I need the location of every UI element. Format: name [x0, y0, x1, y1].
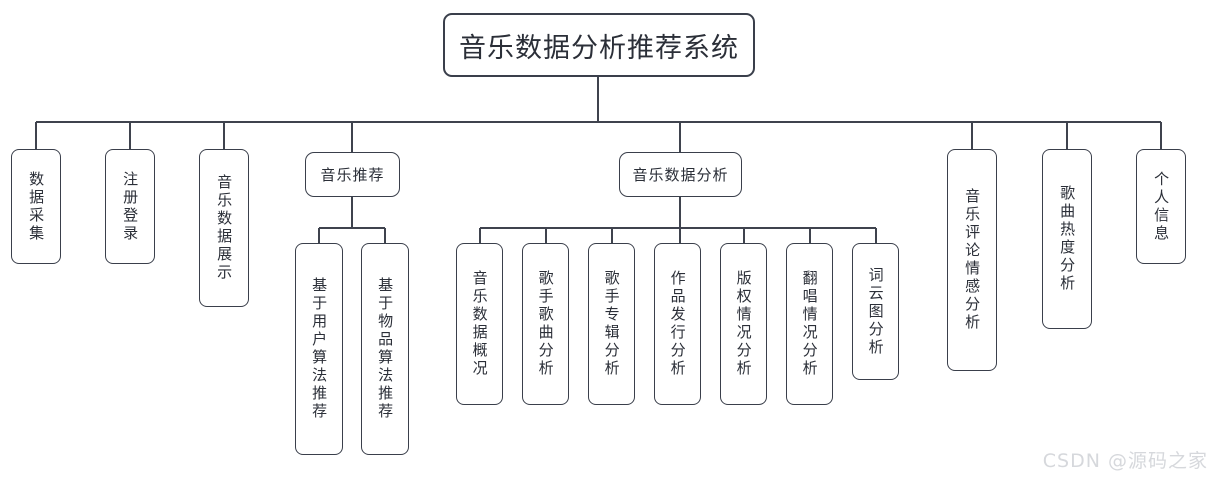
node-n-personal-info[interactable]: 个人信息: [1136, 149, 1186, 264]
node-n-register-login[interactable]: 注册登录: [105, 149, 155, 264]
node-n-song-hot-label: 歌曲热度分析: [1058, 185, 1077, 293]
node-root[interactable]: 音乐数据分析推荐系统: [443, 13, 755, 77]
node-n-singer-song-label: 歌手歌曲分析: [536, 270, 555, 378]
node-n-cover-version-label: 翻唱情况分析: [800, 270, 819, 378]
node-n-copyright[interactable]: 版权情况分析: [720, 243, 767, 405]
node-n-register-login-label: 注册登录: [121, 170, 140, 243]
node-n-music-overview[interactable]: 音乐数据概况: [456, 243, 503, 405]
node-n-music-display-label: 音乐数据展示: [215, 174, 234, 282]
node-n-music-display[interactable]: 音乐数据展示: [199, 149, 249, 307]
node-n-wordcloud[interactable]: 词云图分析: [852, 243, 899, 380]
node-n-release-analysis[interactable]: 作品发行分析: [654, 243, 701, 405]
node-n-song-hot[interactable]: 歌曲热度分析: [1042, 149, 1092, 329]
node-n-music-analysis[interactable]: 音乐数据分析: [619, 152, 742, 197]
node-n-singer-album-label: 歌手专辑分析: [602, 270, 621, 378]
node-n-personal-info-label: 个人信息: [1152, 170, 1171, 243]
node-n-copyright-label: 版权情况分析: [734, 270, 753, 378]
node-n-user-cf-label: 基于用户算法推荐: [310, 277, 329, 421]
node-n-release-analysis-label: 作品发行分析: [668, 270, 687, 378]
node-n-singer-album[interactable]: 歌手专辑分析: [588, 243, 635, 405]
node-n-cover-version[interactable]: 翻唱情况分析: [786, 243, 833, 405]
node-n-music-recommend-label: 音乐推荐: [320, 166, 385, 184]
csdn-watermark: CSDN @源码之家: [1042, 450, 1208, 472]
node-n-data-collect-label: 数据采集: [27, 170, 46, 243]
node-n-music-analysis-label: 音乐数据分析: [632, 166, 729, 184]
node-n-wordcloud-label: 词云图分析: [866, 266, 885, 357]
node-n-music-overview-label: 音乐数据概况: [470, 270, 489, 378]
node-n-user-cf[interactable]: 基于用户算法推荐: [295, 243, 343, 455]
node-root-label: 音乐数据分析推荐系统: [459, 32, 739, 64]
node-n-item-cf[interactable]: 基于物品算法推荐: [361, 243, 409, 455]
node-n-comment-senti[interactable]: 音乐评论情感分析: [947, 149, 997, 371]
node-n-data-collect[interactable]: 数据采集: [11, 149, 61, 264]
node-n-music-recommend[interactable]: 音乐推荐: [305, 152, 400, 197]
node-n-item-cf-label: 基于物品算法推荐: [376, 277, 395, 421]
node-n-singer-song[interactable]: 歌手歌曲分析: [522, 243, 569, 405]
node-n-comment-senti-label: 音乐评论情感分析: [963, 188, 982, 332]
